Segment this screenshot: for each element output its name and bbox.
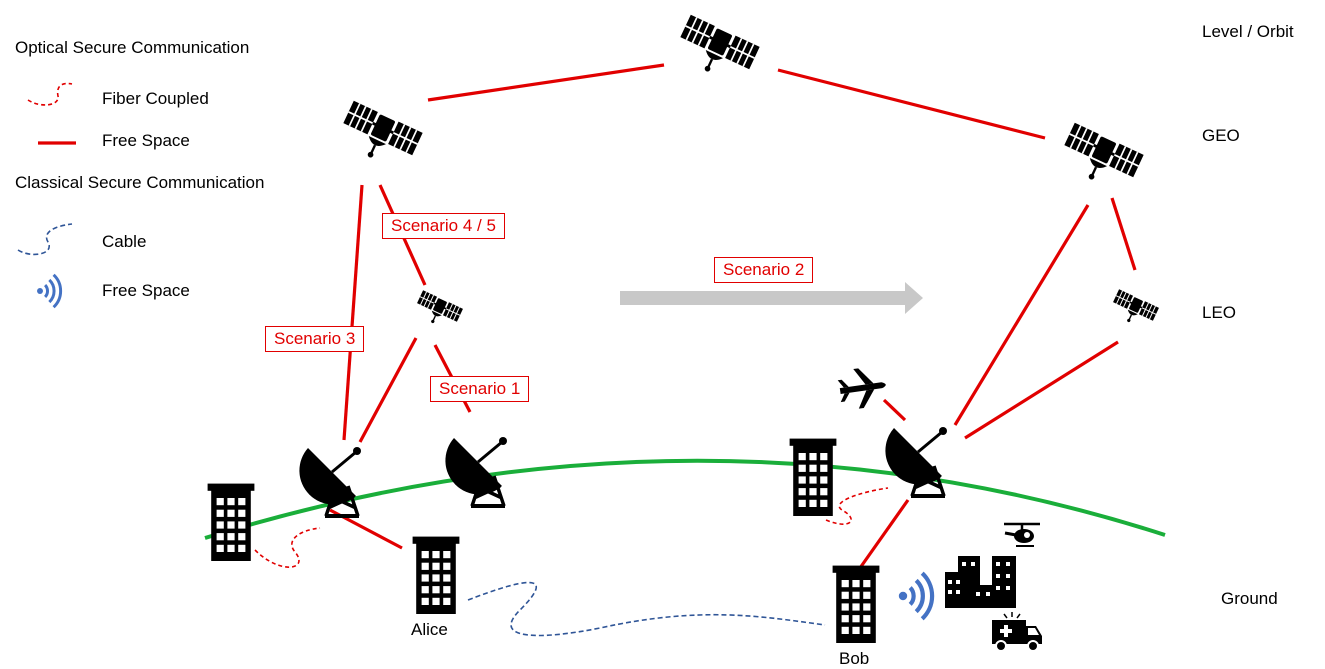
building-icon bbox=[832, 565, 880, 643]
ambulance-icon bbox=[992, 612, 1042, 652]
alice-label: Alice bbox=[411, 620, 448, 639]
legend-classical-title: Classical Secure Communication bbox=[15, 173, 265, 192]
level-leo: LEO bbox=[1202, 303, 1237, 322]
satellite-icon bbox=[411, 289, 464, 334]
legend-optical-title: Optical Secure Communication bbox=[15, 38, 250, 57]
scenario-4-5-label: Scenario 4 / 5 bbox=[382, 213, 505, 239]
building-icon bbox=[412, 536, 460, 614]
scenario-2-arrow bbox=[620, 282, 923, 314]
legend-free-space-optical: Free Space bbox=[102, 131, 190, 150]
wireless-icon bbox=[35, 273, 63, 309]
level-geo: GEO bbox=[1202, 126, 1240, 145]
level-header: Level / Orbit bbox=[1202, 22, 1294, 41]
city-icon bbox=[945, 556, 1016, 608]
scenario-2-label: Scenario 2 bbox=[714, 257, 814, 283]
ground-station-icon bbox=[443, 435, 509, 508]
building-icon bbox=[207, 483, 255, 561]
helicopter-icon bbox=[1004, 522, 1040, 547]
satellite-icon bbox=[1107, 288, 1160, 333]
scenario-3-label: Scenario 3 bbox=[265, 326, 365, 352]
legend-cable-sample bbox=[17, 223, 73, 256]
satellite-icon bbox=[333, 99, 425, 175]
cable-links bbox=[17, 223, 826, 637]
legend-fiber-coupled: Fiber Coupled bbox=[102, 89, 209, 108]
level-ground: Ground bbox=[1221, 589, 1278, 608]
scenario-1-label: Scenario 1 bbox=[430, 376, 530, 402]
ground-station-icon bbox=[883, 425, 949, 498]
bob-label: Bob bbox=[839, 649, 870, 668]
fiber-links bbox=[27, 82, 889, 568]
legend-fiber-sample bbox=[27, 82, 73, 106]
building-icon bbox=[789, 438, 837, 516]
wireless-icon bbox=[899, 573, 932, 619]
legend-free-space-classical: Free Space bbox=[102, 281, 190, 300]
legend-cable: Cable bbox=[102, 232, 147, 251]
airplane-icon bbox=[837, 368, 886, 409]
satellite-icon bbox=[1054, 121, 1146, 197]
satellite-icon bbox=[670, 13, 762, 89]
ground-station-icon bbox=[297, 445, 363, 518]
